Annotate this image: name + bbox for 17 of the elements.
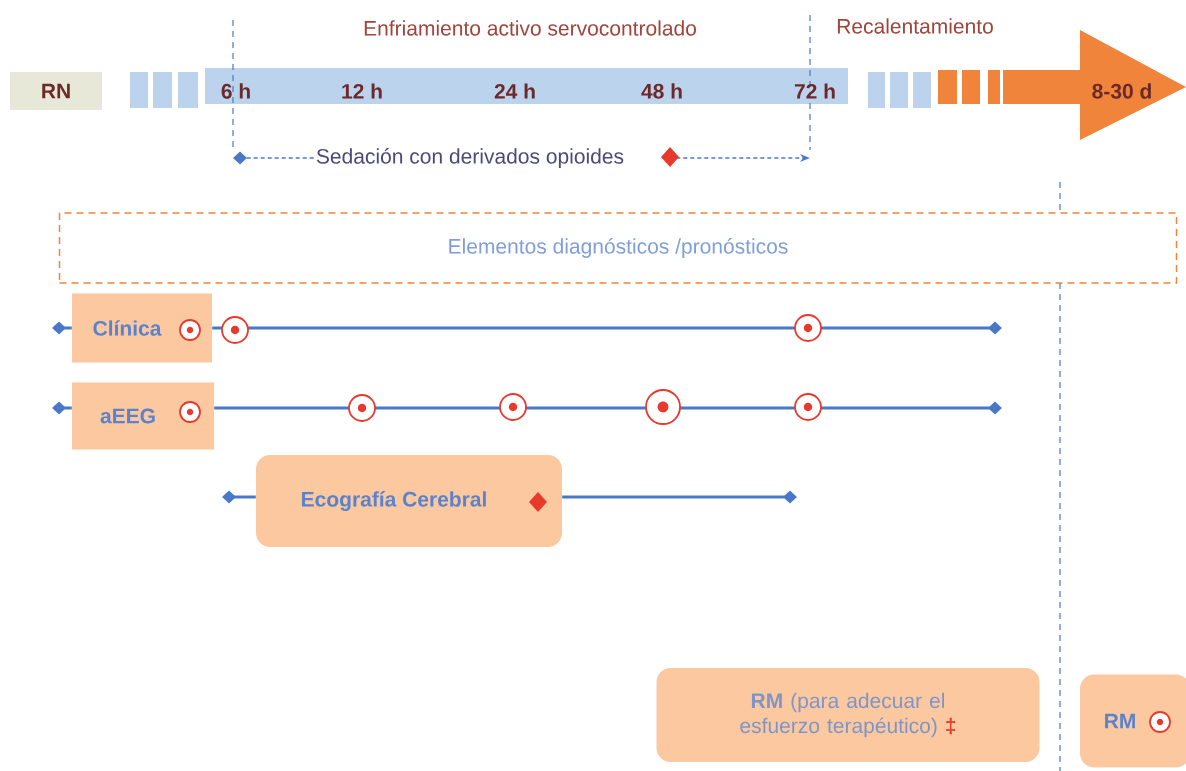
exam-box: RM (para adecuar el esfuerzo terapéutico) ‡: [656, 668, 1040, 762]
phase-label: Enfriamiento activo servocontrolado: [364, 20, 696, 36]
stage-box: RN: [10, 72, 102, 110]
exam-box: RM: [1080, 674, 1186, 768]
time-label: 24 h: [494, 83, 535, 99]
phase-label: Recalentamiento: [837, 18, 993, 34]
exam-box: Clínica: [72, 293, 212, 363]
time-label: 8-30 d: [1092, 83, 1151, 99]
time-label: 12 h: [342, 83, 382, 99]
time-label: 6 h: [221, 83, 250, 99]
time-label: 48 h: [641, 83, 682, 99]
connector-line: [233, 151, 315, 165]
time-label: 72 h: [794, 83, 835, 99]
exam-box: Ecografía Cerebral: [256, 455, 562, 547]
section-box: Elementos diagnósticos /pronósticos: [58, 212, 1178, 284]
therapy-label: Sedación con derivados opioides: [316, 148, 624, 168]
exam-box: aEEG: [72, 382, 214, 450]
